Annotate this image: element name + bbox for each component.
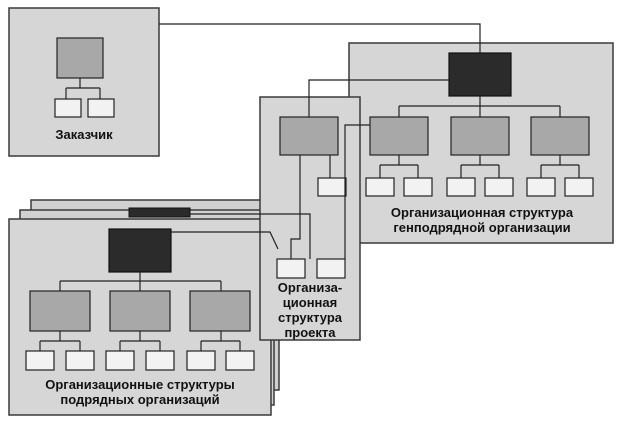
subcontractor-unit-box	[105, 350, 135, 371]
customer-label: Заказчик	[55, 127, 113, 142]
general-contractor-panel	[348, 42, 614, 244]
general-contractor-head-box	[448, 52, 512, 97]
general-contractor-unit-box	[365, 177, 395, 197]
project-label-line-4: проекта	[284, 325, 336, 340]
project-label-line-1: Организа-	[277, 280, 343, 295]
customer-tree-lines	[65, 78, 101, 99]
general-contractor-dept-box-2	[450, 116, 510, 156]
subcontractor-dept-box-3	[189, 290, 251, 332]
subcontractor-tree-lines	[39, 272, 241, 351]
connector-project-head-down	[290, 155, 301, 259]
project-sub-box-1	[276, 258, 306, 279]
subcontractors-panels	[8, 199, 280, 416]
subcontractor-head-box	[108, 228, 172, 273]
project-sub-box-2	[316, 258, 346, 279]
subcontractor-dept-box-1	[29, 290, 91, 332]
project-label: Организа- ционная структура проекта	[262, 280, 358, 340]
general-contractor-unit-box	[484, 177, 514, 197]
general-contractor-unit-box	[564, 177, 594, 197]
subcontractors-label: Организационные структуры подрядных орга…	[14, 377, 266, 407]
general-contractor-dept-box-3	[530, 116, 590, 156]
connector-customer-to-gc	[159, 23, 481, 53]
connector-sub-back-head	[190, 213, 311, 259]
project-label-line-3: структура	[277, 310, 343, 325]
customer-sub-box-2	[87, 98, 115, 118]
subcontractor-dept-box-2	[109, 290, 171, 332]
subcontractor-unit-box	[65, 350, 95, 371]
subcontractor-unit-box	[186, 350, 216, 371]
subcontractors-label-line-2: подрядных организаций	[60, 392, 220, 407]
project-head-box	[279, 116, 339, 156]
subcontractor-back-head-box	[128, 207, 191, 218]
connector-gc-to-project	[308, 79, 449, 117]
general-contractor-unit-box	[403, 177, 433, 197]
connector-gc-dept-to-project	[344, 124, 370, 259]
subcontractor-unit-box	[225, 350, 255, 371]
connector-sub-head	[171, 231, 279, 250]
customer-head-box	[56, 37, 104, 79]
general-contractor-label-line-1: Организационная структура	[390, 205, 574, 220]
customer-sub-box-1	[54, 98, 82, 118]
project-label-line-2: ционная	[282, 295, 338, 310]
general-contractor-label-line-2: генподрядной организации	[393, 220, 571, 235]
subcontractor-unit-box	[145, 350, 175, 371]
general-contractor-label: Организационная структура генподрядной о…	[360, 205, 604, 235]
general-contractor-unit-box	[446, 177, 476, 197]
project-gc-unit-box	[317, 177, 347, 197]
general-contractor-dept-box-1	[369, 116, 429, 156]
customer-panel-bg	[8, 7, 160, 157]
general-contractor-unit-box	[526, 177, 556, 197]
customer-panel	[8, 7, 160, 157]
connector-lines	[159, 23, 481, 259]
general-contractor-tree-lines	[379, 96, 580, 178]
subcontractors-label-line-1: Организационные структуры	[45, 377, 235, 392]
subcontractor-unit-box	[25, 350, 55, 371]
